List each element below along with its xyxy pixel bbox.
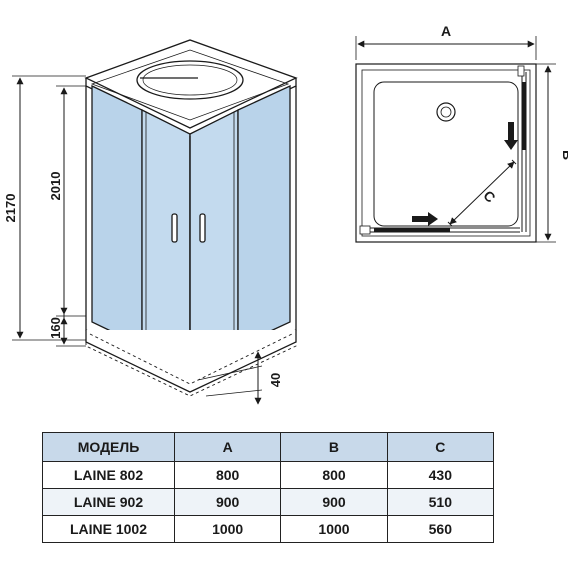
header-c: C xyxy=(386,432,495,462)
dim-line-C xyxy=(449,161,515,225)
shower-tray xyxy=(85,330,297,393)
table-row: LAINE 1002 1000 1000 560 xyxy=(42,515,495,543)
ceiling-shower-oval xyxy=(136,60,244,100)
cell-a: 900 xyxy=(173,488,282,516)
glass-panel-left-back xyxy=(91,84,143,348)
dim-label-2170: 2170 xyxy=(3,194,18,223)
cell-c: 430 xyxy=(386,461,495,489)
header-b: B xyxy=(280,432,388,462)
table-header-row: МОДЕЛЬ A B C xyxy=(42,432,495,462)
perspective-view xyxy=(84,39,298,397)
side-dimensions xyxy=(12,75,263,405)
cell-b: 800 xyxy=(280,461,388,489)
top-view xyxy=(355,36,556,243)
cell-model: LAINE 1002 xyxy=(42,515,175,543)
header-a: A xyxy=(173,432,282,462)
dim-label-A: A xyxy=(441,23,451,39)
drain-icon xyxy=(436,102,456,122)
dim-label-2010: 2010 xyxy=(48,172,63,201)
cell-c: 560 xyxy=(386,515,495,543)
cell-b: 1000 xyxy=(280,515,388,543)
door-handle-right xyxy=(199,213,206,243)
table-row: LAINE 902 900 900 510 xyxy=(42,488,495,516)
top-outer-frame xyxy=(355,63,537,243)
dim-label-160: 160 xyxy=(48,317,63,339)
cell-model: LAINE 802 xyxy=(42,461,175,489)
cell-model: LAINE 902 xyxy=(42,488,175,516)
cell-c: 510 xyxy=(386,488,495,516)
cell-b: 900 xyxy=(280,488,388,516)
dim-label-40: 40 xyxy=(268,373,283,387)
glass-panel-right-back xyxy=(237,84,291,348)
table-row: LAINE 802 800 800 430 xyxy=(42,461,495,489)
door-arrow-right xyxy=(412,212,438,226)
top-tray-basin xyxy=(373,81,519,227)
door-handle-left xyxy=(171,213,178,243)
header-model: МОДЕЛЬ xyxy=(42,432,175,462)
door-arrow-down xyxy=(504,122,518,150)
cell-a: 1000 xyxy=(173,515,282,543)
cell-a: 800 xyxy=(173,461,282,489)
model-dimensions-table: МОДЕЛЬ A B C LAINE 802 800 800 430 LAINE… xyxy=(42,432,495,543)
dim-label-B: B xyxy=(560,150,568,160)
